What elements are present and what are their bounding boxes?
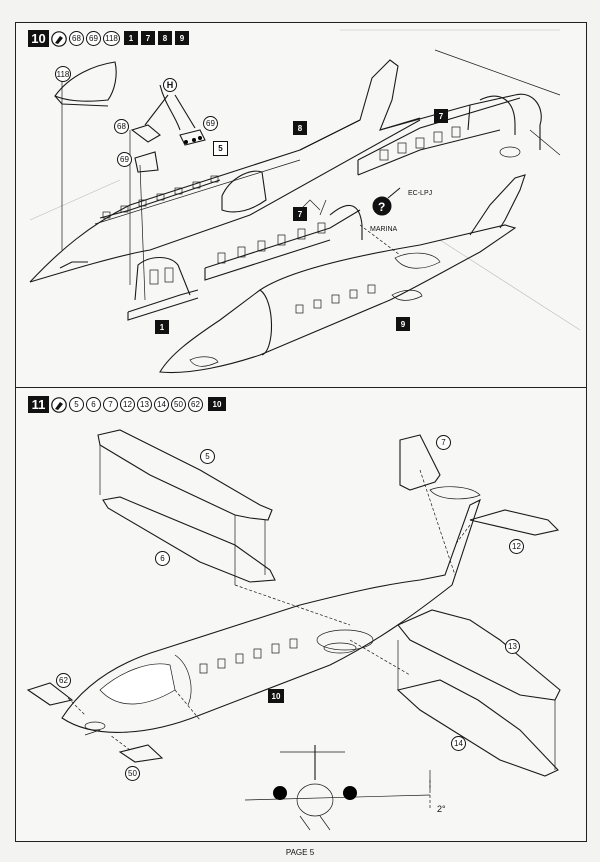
part-callout: 62 bbox=[188, 397, 203, 412]
part-callout: 6 bbox=[86, 397, 101, 412]
part-callout-118: 118 bbox=[55, 66, 71, 82]
part-callout-50: 50 bbox=[125, 766, 140, 781]
part-callout: 68 bbox=[69, 31, 84, 46]
step-ref-box: 9 bbox=[175, 31, 189, 45]
part-callout-62: 62 bbox=[56, 673, 71, 688]
svg-text:?: ? bbox=[378, 200, 385, 214]
step-ref-box-7: 7 bbox=[434, 109, 448, 123]
part-callout: 50 bbox=[171, 397, 186, 412]
marina-decal-label: MARINA bbox=[370, 226, 398, 233]
step-11-number: 11 bbox=[28, 396, 49, 413]
dihedral-angle-label: 2° bbox=[437, 804, 446, 814]
step-ref-box-7: 7 bbox=[293, 207, 307, 221]
step-ref-box: 8 bbox=[158, 31, 172, 45]
step-ref-box: 7 bbox=[141, 31, 155, 45]
part-callout-69: 69 bbox=[117, 152, 132, 167]
step-ref-box-1: 1 bbox=[155, 320, 169, 334]
fuselage-right-half bbox=[159, 224, 517, 374]
left-wing-upper-part-5 bbox=[97, 429, 273, 521]
part-callout: 118 bbox=[103, 31, 120, 46]
glue-icon bbox=[51, 31, 67, 47]
step-ref-box: 10 bbox=[208, 397, 226, 411]
right-wing-upper-part-13 bbox=[397, 609, 561, 701]
right-wing-lower-part-14 bbox=[396, 640, 559, 777]
cockpit-floor bbox=[127, 256, 199, 321]
assembly-dashed-lines bbox=[67, 469, 471, 751]
glue-icon bbox=[51, 397, 67, 413]
part-callout-69: 69 bbox=[203, 116, 218, 131]
main-cabin-interior bbox=[204, 199, 363, 281]
part-callout-68: 68 bbox=[114, 119, 129, 134]
registration-decal-label: EC-LPJ bbox=[408, 190, 433, 197]
fuselage-rear-half bbox=[299, 93, 542, 158]
part-callout-12: 12 bbox=[509, 539, 524, 554]
winglet-part-50 bbox=[118, 744, 164, 763]
windscreen-parts bbox=[54, 61, 206, 173]
assembly-leader-lines bbox=[61, 49, 561, 301]
step-ref-box-10: 10 bbox=[268, 689, 284, 703]
part-callout-14: 14 bbox=[451, 736, 466, 751]
part-callout: 13 bbox=[137, 397, 152, 412]
part-box-5: 5 bbox=[213, 141, 228, 156]
step-ref-box-8: 8 bbox=[293, 121, 307, 135]
step-ref-box: 1 bbox=[124, 31, 138, 45]
part-callout: 5 bbox=[69, 397, 84, 412]
part-callout-5: 5 bbox=[200, 449, 215, 464]
winglet-part-62 bbox=[26, 682, 74, 706]
part-callout-6: 6 bbox=[155, 551, 170, 566]
part-callout: 12 bbox=[120, 397, 135, 412]
part-callout-7: 7 bbox=[436, 435, 451, 450]
show-through-ghost-lines bbox=[29, 29, 581, 331]
rear-cabin-interior bbox=[357, 95, 521, 176]
tail-fin-part-7 bbox=[399, 434, 481, 500]
stabilizer-part-12 bbox=[469, 509, 560, 536]
part-callout: 7 bbox=[103, 397, 118, 412]
step-10-fuselage-assembly-drawing: ? bbox=[29, 29, 581, 374]
page-number: PAGE 5 bbox=[285, 848, 315, 857]
front-view-dihedral-diagram bbox=[244, 745, 431, 831]
step-ref-box-9: 9 bbox=[396, 317, 410, 331]
part-callout: 14 bbox=[154, 397, 169, 412]
part-callout: 69 bbox=[86, 31, 101, 46]
decal-choice-marker: ? bbox=[372, 187, 401, 216]
vertical-stabilizer bbox=[469, 174, 526, 236]
hardware-callout-h: H bbox=[163, 78, 177, 92]
fuselage-assembled bbox=[61, 498, 481, 736]
step-10-number: 10 bbox=[28, 30, 49, 47]
left-wing-lower-part-6 bbox=[102, 496, 276, 585]
step-divider bbox=[15, 387, 586, 388]
part-callout-13: 13 bbox=[505, 639, 520, 654]
